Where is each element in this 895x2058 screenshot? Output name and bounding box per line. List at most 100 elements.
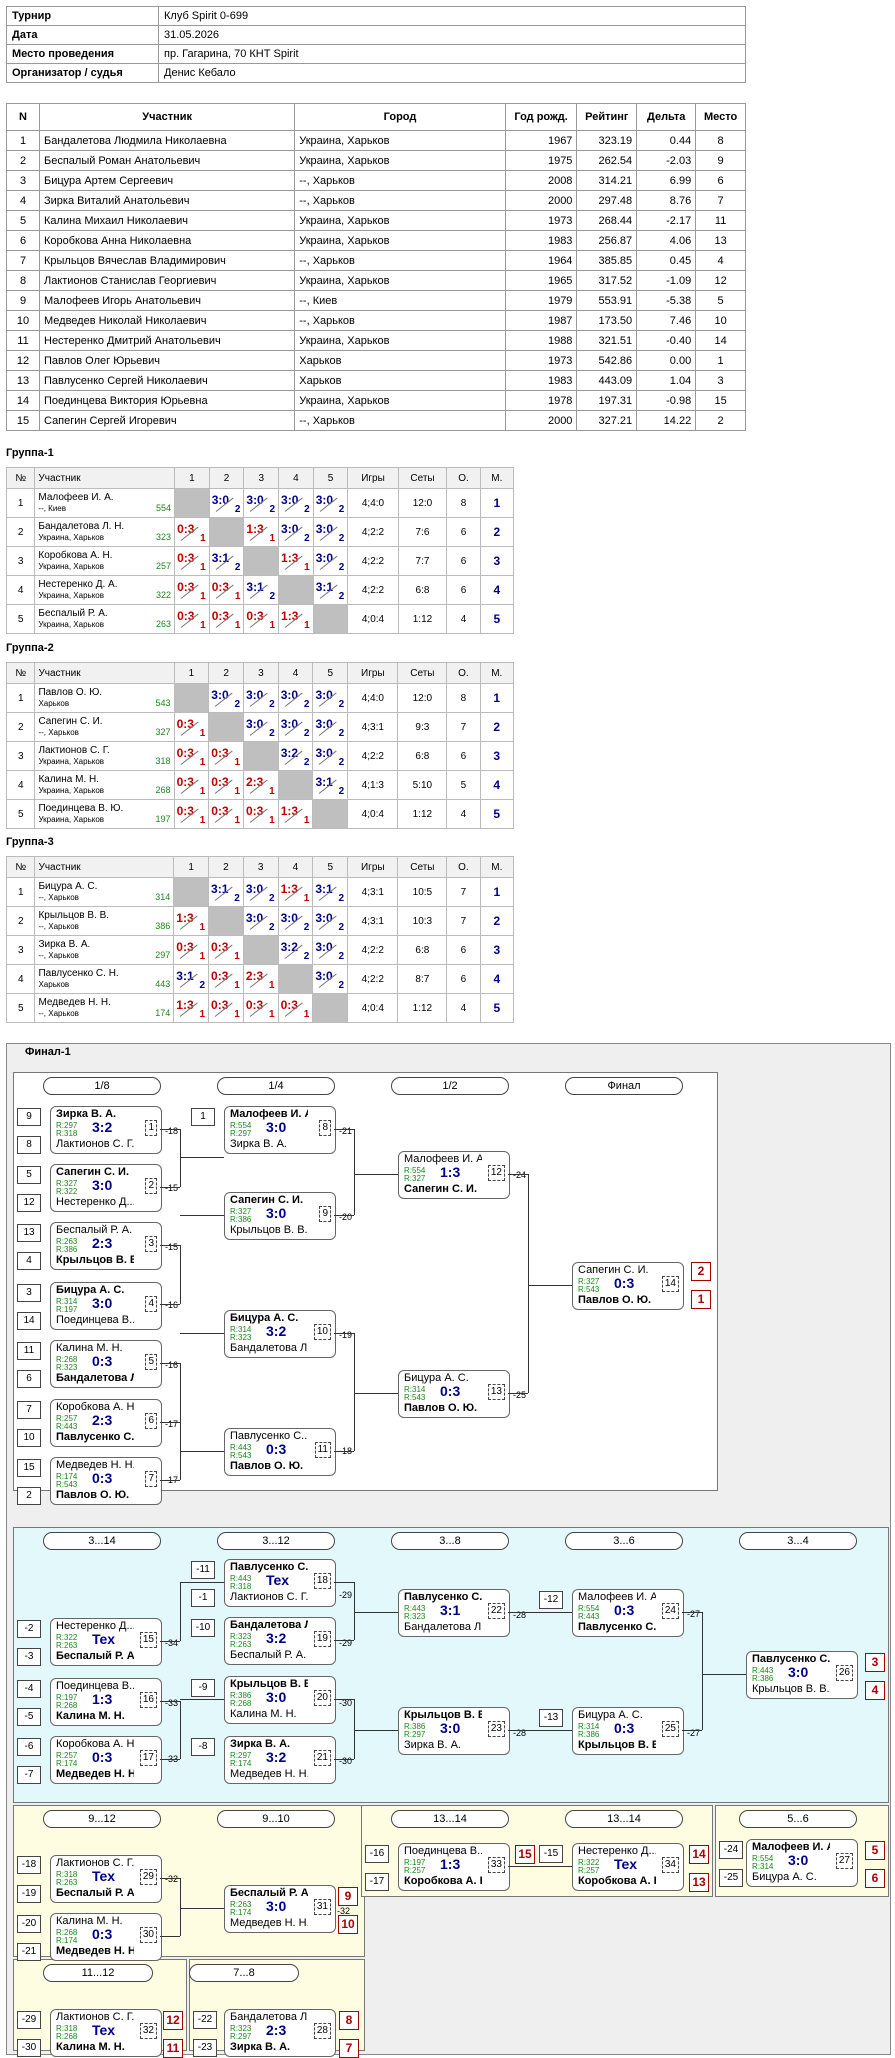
row-number: 4: [5, 964, 36, 994]
player-city: Украина, Харьков: [38, 562, 104, 571]
player-one: Беспалый Р. А.: [230, 1887, 308, 1899]
result-points: 1: [303, 1009, 310, 1020]
match-number: 5: [145, 1354, 157, 1370]
player-two: Зирка В. А.: [230, 1138, 287, 1150]
games-cell: 4;2:2: [347, 935, 399, 965]
rating-two: R:323: [230, 1333, 252, 1342]
participant-cell: 15: [695, 390, 746, 411]
result-points: 1: [199, 922, 206, 933]
participant-cell: 327.21: [576, 410, 638, 431]
points-cell: 4: [446, 993, 481, 1023]
match-score: 0:3: [614, 1720, 635, 1736]
player-two: Крыльцов В. В.: [578, 1739, 656, 1751]
self-cell: [312, 993, 349, 1023]
match-score: 3:0: [266, 1205, 287, 1221]
player-rating: 543: [155, 698, 171, 708]
result-score: 3:0: [246, 688, 264, 702]
result-points: 2: [338, 786, 345, 797]
rating-two: R:543: [578, 1285, 600, 1294]
participant-cell: Поединцева Виктория Юрьевна: [38, 390, 296, 411]
result-points: 1: [303, 893, 310, 904]
loser-destination: -27: [687, 1609, 701, 1619]
points-cell: 5: [446, 770, 481, 800]
participant-cell: 7.46: [636, 310, 697, 331]
place-cell: 1: [479, 683, 515, 713]
participant-cell: 4: [6, 190, 40, 211]
result-points: 2: [303, 951, 310, 962]
player-two: Павлов О. Ю.: [230, 1460, 304, 1472]
loser-destination: -29: [339, 1590, 353, 1600]
result-score: 0:3: [176, 717, 194, 731]
bracket-connector: [334, 1215, 354, 1216]
column-header: Сеты: [397, 467, 448, 489]
player-name: Медведев Н. Н.: [38, 997, 111, 1008]
participant-cell: 12: [695, 270, 746, 291]
participant-cell: 0.45: [636, 250, 697, 271]
column-header: 5: [312, 662, 349, 684]
result-points: 1: [234, 815, 240, 826]
final-place: 2: [691, 1262, 711, 1281]
match-score: 3:0: [266, 1689, 287, 1705]
player-two: Калина М. Н.: [56, 2041, 125, 2053]
points-cell: 7: [446, 877, 481, 907]
participant-cell: 314.21: [576, 170, 638, 191]
player-name: Павлусенко С. Н.: [38, 968, 119, 979]
match-number: 23: [487, 1721, 505, 1737]
player-name: Беспалый Р. А.: [38, 608, 108, 619]
rating-two: R:268: [56, 2032, 78, 2041]
rating-one: R:323: [230, 2024, 252, 2033]
participant-cell: 2008: [504, 170, 578, 191]
bracket-connector: [160, 1129, 180, 1130]
label: Место проведения: [6, 44, 159, 64]
column-header: 4: [277, 662, 314, 684]
round-label: 5...6: [739, 1810, 857, 1828]
loser-destination: -30: [339, 1698, 353, 1708]
place-cell: 2: [479, 517, 515, 547]
participant-cell: 1978: [504, 390, 578, 411]
match-number: 14: [661, 1276, 679, 1292]
sets-cell: 6:8: [397, 741, 448, 771]
games-cell: 4;2:2: [347, 575, 399, 605]
rating-one: R:443: [230, 1574, 252, 1583]
sets-cell: 8:7: [397, 964, 448, 994]
player-city: --, Харьков: [38, 728, 79, 737]
self-cell: [242, 935, 279, 965]
self-cell: [208, 517, 245, 547]
bracket-connector: [682, 1730, 702, 1731]
result-points: 2: [269, 922, 275, 933]
participant-cell: 1.04: [636, 370, 697, 391]
player-rating: 323: [156, 532, 172, 542]
result-points: 2: [304, 533, 310, 544]
participant-cell: 0.44: [636, 130, 697, 151]
sets-cell: 9:3: [397, 712, 448, 742]
result-score: 1:3: [280, 804, 299, 818]
games-cell: 4;4:0: [347, 488, 399, 518]
column-header: Участник: [38, 103, 296, 131]
self-cell: [208, 906, 244, 936]
self-cell: [243, 546, 280, 576]
rating-one: R:257: [56, 1751, 78, 1760]
result-points: 2: [269, 699, 275, 710]
final-place: 4: [865, 1681, 885, 1700]
bracket-connector: [702, 1674, 746, 1675]
seed-number: 9: [17, 1108, 41, 1126]
match-number: 9: [319, 1206, 331, 1222]
bracket-connector: [528, 1285, 572, 1286]
column-header: 1: [174, 467, 210, 489]
seed-number: -24: [719, 1841, 743, 1859]
